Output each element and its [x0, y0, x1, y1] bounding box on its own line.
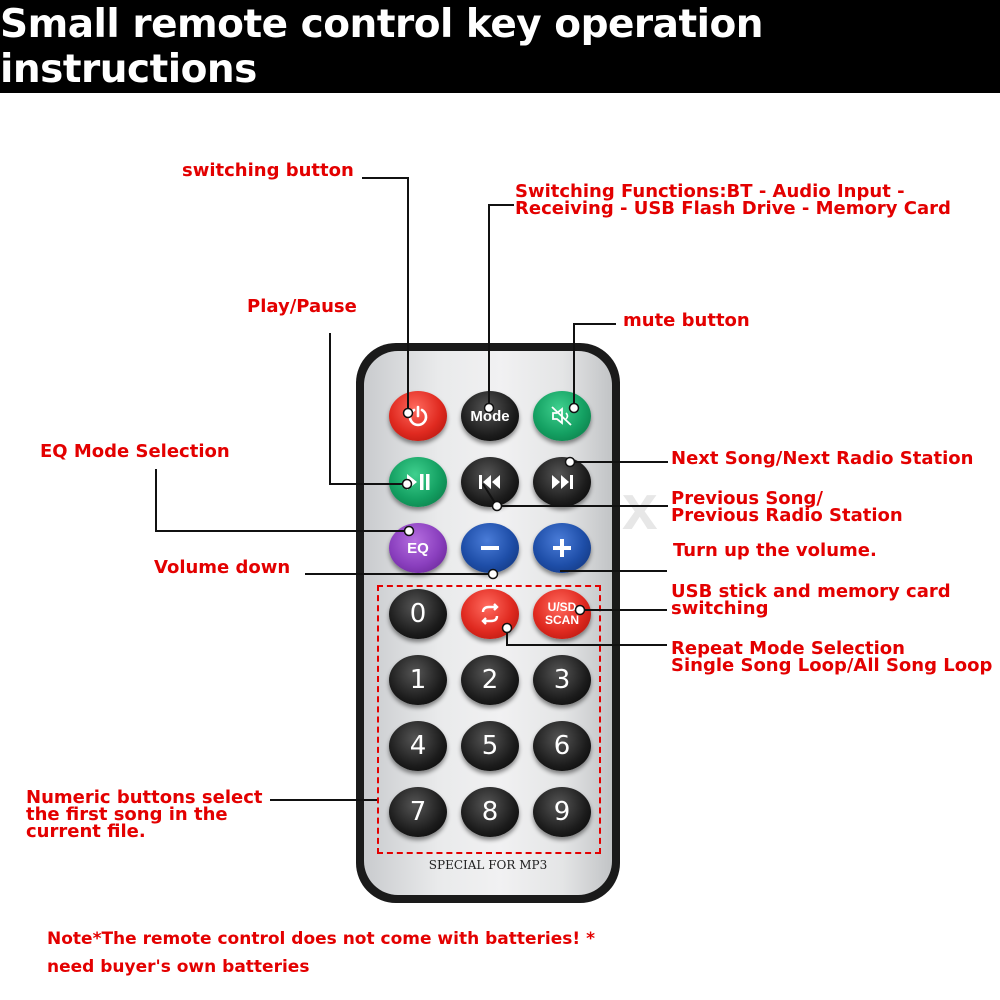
next-icon — [552, 475, 573, 489]
previous-button[interactable] — [461, 457, 519, 507]
remote-footer-text: SPECIAL FOR MP3 — [428, 858, 548, 872]
digit-3-button[interactable]: 3 — [533, 655, 591, 705]
plus-icon — [553, 539, 571, 557]
label-play-pause: Play/Pause — [247, 296, 357, 317]
digit-9-button[interactable]: 9 — [533, 787, 591, 837]
digit-7-label: 7 — [409, 797, 427, 827]
digit-6-label: 6 — [553, 731, 571, 761]
digit-2-button[interactable]: 2 — [461, 655, 519, 705]
label-mode: Switching Functions:BT - Audio Input -Re… — [515, 181, 951, 219]
repeat-icon — [481, 603, 499, 625]
label-volume-down: Volume down — [154, 557, 291, 578]
minus-icon — [481, 546, 499, 550]
digit-5-button[interactable]: 5 — [461, 721, 519, 771]
label-previous: Previous Song/Previous Radio Station — [671, 488, 903, 526]
mode-button-label: Mode — [470, 407, 510, 425]
label-volume-up: Turn up the volume. — [673, 540, 877, 561]
note-line-1: Note*The remote control does not come wi… — [47, 929, 595, 949]
digit-0-button[interactable]: 0 — [389, 589, 447, 639]
eq-button-label: EQ — [407, 539, 429, 557]
label-mute: mute button — [623, 310, 750, 331]
digit-5-label: 5 — [481, 731, 499, 761]
next-button[interactable] — [533, 457, 591, 507]
mute-button[interactable] — [533, 391, 591, 441]
volume-up-button[interactable] — [533, 523, 591, 573]
volume-down-button[interactable] — [461, 523, 519, 573]
label-switching-button: switching button — [182, 160, 354, 181]
digit-8-button[interactable]: 8 — [461, 787, 519, 837]
numeric-keys-highlight — [377, 585, 601, 854]
digit-1-label: 1 — [409, 665, 427, 695]
previous-icon — [479, 475, 500, 489]
play-pause-button[interactable] — [389, 457, 447, 507]
digit-4-label: 4 — [409, 731, 427, 761]
digit-1-button[interactable]: 1 — [389, 655, 447, 705]
page-title: Small remote control key operation instr… — [0, 0, 1000, 93]
label-next: Next Song/Next Radio Station — [671, 448, 974, 469]
digit-6-button[interactable]: 6 — [533, 721, 591, 771]
digit-7-button[interactable]: 7 — [389, 787, 447, 837]
power-button[interactable] — [389, 391, 447, 441]
mute-icon — [551, 406, 572, 426]
digit-2-label: 2 — [481, 665, 499, 695]
note-line-2: need buyer's own batteries — [47, 957, 310, 977]
digit-9-label: 9 — [553, 797, 571, 827]
digit-0-label: 0 — [409, 599, 427, 629]
label-eq: EQ Mode Selection — [40, 441, 230, 462]
digit-8-label: 8 — [481, 797, 499, 827]
digit-4-button[interactable]: 4 — [389, 721, 447, 771]
digit-3-label: 3 — [553, 665, 571, 695]
